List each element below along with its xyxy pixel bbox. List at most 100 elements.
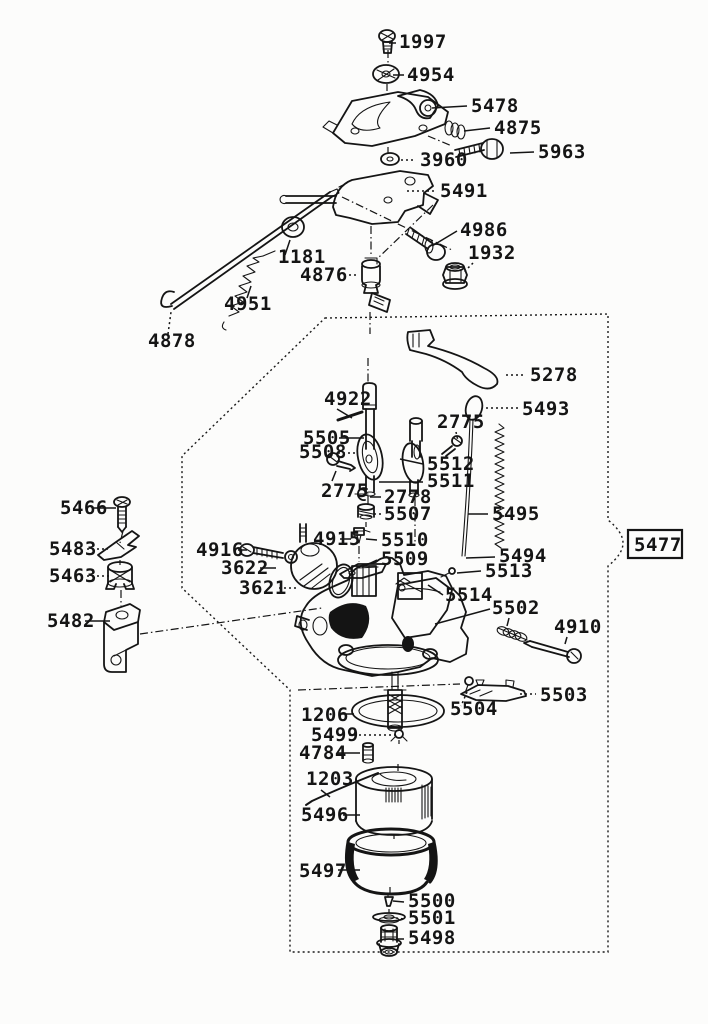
part-label-4878: 4878 bbox=[148, 330, 196, 352]
part-label-5513: 5513 bbox=[485, 560, 533, 582]
part-5498-bowl-nut bbox=[376, 924, 402, 957]
leader-line bbox=[434, 608, 491, 625]
leader-line bbox=[365, 538, 378, 541]
part-label-5507: 5507 bbox=[384, 503, 432, 525]
part-label-5503: 5503 bbox=[540, 684, 588, 706]
part-label-5491: 5491 bbox=[440, 180, 488, 202]
part-label-5509: 5509 bbox=[381, 548, 429, 570]
part-label-5483: 5483 bbox=[49, 538, 97, 560]
part-label-4954: 4954 bbox=[407, 64, 455, 86]
part-label-5494: 5494 bbox=[499, 545, 547, 567]
part-label-1997: 1997 bbox=[399, 31, 447, 53]
part-4951-spring bbox=[221, 250, 276, 331]
leader-line bbox=[377, 204, 434, 259]
leader-line bbox=[564, 636, 568, 645]
part-5501-washer bbox=[372, 912, 406, 924]
part-label-2775: 2775 bbox=[437, 411, 485, 433]
part-5493-link-rod bbox=[461, 395, 484, 557]
leader-line bbox=[431, 230, 458, 247]
part-label-3622: 3622 bbox=[221, 557, 269, 579]
part-label-1932: 1932 bbox=[468, 242, 516, 264]
part-2778-clip bbox=[354, 487, 369, 501]
part-label-5495: 5495 bbox=[492, 503, 540, 525]
part-label-2778: 2778 bbox=[384, 486, 432, 508]
part-2775-screw-left bbox=[326, 452, 356, 472]
leader-line bbox=[456, 570, 482, 574]
leader-line bbox=[297, 683, 461, 691]
part-5496-inner-cup bbox=[355, 766, 433, 836]
part-carburetor-body bbox=[294, 556, 469, 677]
leader-line bbox=[341, 196, 453, 251]
part-label-5514: 5514 bbox=[445, 584, 493, 606]
part-4784-pin bbox=[362, 742, 374, 764]
group-callout-5477: 5477 bbox=[626, 528, 684, 560]
leader-line bbox=[506, 617, 510, 627]
part-label-5511: 5511 bbox=[427, 470, 475, 492]
part-2775-screw-right bbox=[441, 435, 463, 457]
part-label-5478: 5478 bbox=[471, 95, 519, 117]
part-label-5466: 5466 bbox=[60, 497, 108, 519]
part-5963-bolt bbox=[454, 138, 504, 160]
part-5513-hinge-pin bbox=[440, 567, 456, 578]
leader-line bbox=[139, 607, 323, 635]
part-4986-screw bbox=[405, 227, 446, 261]
part-label-4922: 4922 bbox=[324, 388, 372, 410]
part-4876-choke-shaft bbox=[361, 257, 391, 313]
part-1203-wire bbox=[305, 772, 379, 806]
part-label-4986: 4986 bbox=[460, 219, 508, 241]
leader-line bbox=[392, 900, 405, 903]
part-label-5278: 5278 bbox=[530, 364, 578, 386]
part-label-1203: 1203 bbox=[306, 768, 354, 790]
part-5482-bracket bbox=[103, 603, 141, 673]
part-label-4915: 4915 bbox=[313, 528, 361, 550]
leader-line bbox=[465, 556, 496, 559]
part-label-5508: 5508 bbox=[299, 441, 347, 463]
part-label-5499: 5499 bbox=[311, 724, 359, 746]
leader-line bbox=[462, 262, 474, 274]
part-5497-float-bowl bbox=[345, 827, 438, 896]
part-label-4784: 4784 bbox=[299, 742, 347, 764]
leader-line bbox=[455, 431, 459, 442]
leader-line bbox=[246, 285, 252, 299]
part-label-4916: 4916 bbox=[196, 539, 244, 561]
leader-line bbox=[336, 408, 353, 419]
part-label-5497: 5497 bbox=[299, 860, 347, 882]
part-5507-cup bbox=[357, 503, 375, 520]
leader-lines-layer bbox=[85, 42, 568, 940]
part-label-5510: 5510 bbox=[381, 529, 429, 551]
part-5463-block bbox=[105, 561, 135, 590]
leader-line bbox=[361, 559, 378, 568]
group-callout-frame bbox=[626, 528, 684, 560]
leader-line bbox=[463, 127, 491, 132]
part-label-4875: 4875 bbox=[494, 117, 542, 139]
leader-line bbox=[320, 789, 331, 798]
part-label-5505: 5505 bbox=[303, 427, 351, 449]
part-label-1181: 1181 bbox=[278, 246, 326, 268]
part-label-1206: 1206 bbox=[301, 704, 349, 726]
part-4875-spring bbox=[444, 120, 466, 140]
part-5512-choke-shaft bbox=[401, 417, 425, 498]
part-5510-inlet-needle bbox=[353, 527, 371, 544]
part-label-5963: 5963 bbox=[538, 141, 586, 163]
part-5508-throttle-shaft bbox=[356, 382, 384, 497]
part-label-5498: 5498 bbox=[408, 927, 456, 949]
part-label-5501: 5501 bbox=[408, 907, 456, 929]
part-label-5463: 5463 bbox=[49, 565, 97, 587]
leader-line bbox=[167, 311, 172, 335]
part-label-4876: 4876 bbox=[300, 264, 348, 286]
leader-line bbox=[119, 530, 124, 544]
part-5483-clip bbox=[97, 530, 140, 561]
part-5495-spring bbox=[494, 423, 505, 549]
part-label-2775: 2775 bbox=[321, 480, 369, 502]
part-label-3621: 3621 bbox=[239, 577, 287, 599]
part-label-3960: 3960 bbox=[420, 149, 468, 171]
part-4910-screw bbox=[523, 640, 582, 664]
leader-line bbox=[431, 105, 468, 109]
part-5502-spring bbox=[496, 626, 528, 642]
part-5500-tip bbox=[384, 893, 394, 907]
part-label-4951: 4951 bbox=[224, 293, 272, 315]
leader-line bbox=[427, 135, 453, 147]
part-5478-top-plate bbox=[322, 89, 449, 147]
leader-line bbox=[284, 239, 291, 256]
